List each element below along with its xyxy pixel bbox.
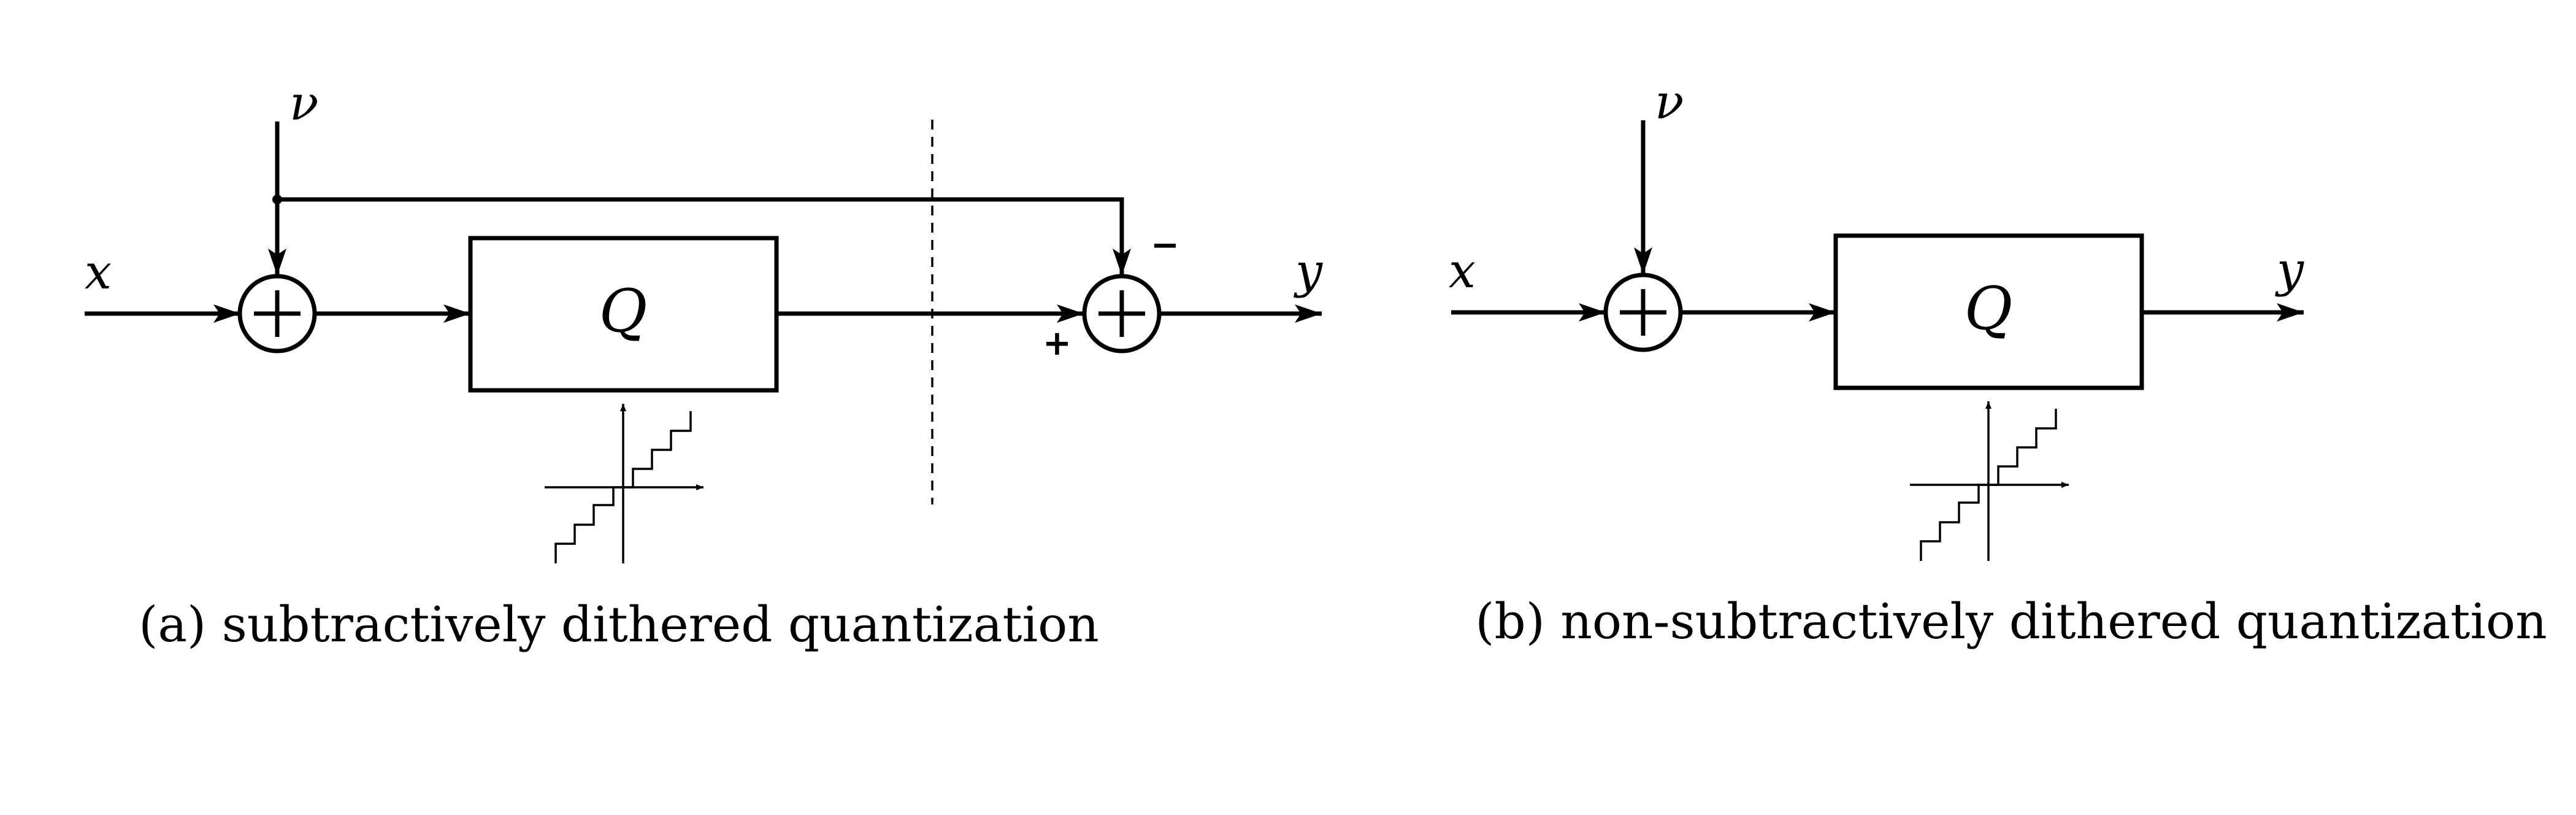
- panel-b: x ν Q y (b) non-subtractively dithered q…: [1449, 75, 2547, 650]
- dither-label: ν: [1655, 75, 1684, 130]
- output-label: y: [1294, 244, 1323, 299]
- staircase-transfer-icon: [545, 404, 703, 563]
- panel-a: x ν Q − + y: [85, 76, 1323, 653]
- dither-feedforward-wire: [277, 197, 1131, 276]
- plus-sign: +: [1043, 323, 1071, 363]
- input-label: x: [1449, 244, 1476, 299]
- quantizer-box: [1833, 233, 2144, 390]
- staircase-transfer-icon: [1910, 401, 2069, 561]
- caption: (b) non-subtractively dithered quantizat…: [1475, 593, 2547, 650]
- adder-node: [1603, 272, 1683, 352]
- dither-label: ν: [289, 76, 318, 131]
- subtractor-node: [1082, 274, 1162, 353]
- minus-sign: −: [1151, 225, 1179, 265]
- quantizer-box: [468, 236, 779, 393]
- quantizer-label: Q: [1965, 274, 2013, 343]
- output-label: y: [2275, 242, 2304, 298]
- caption: (a) subtractively dithered quantization: [139, 596, 1099, 653]
- quantizer-label: Q: [599, 277, 648, 346]
- adder-node: [237, 274, 317, 353]
- input-label: x: [85, 245, 112, 300]
